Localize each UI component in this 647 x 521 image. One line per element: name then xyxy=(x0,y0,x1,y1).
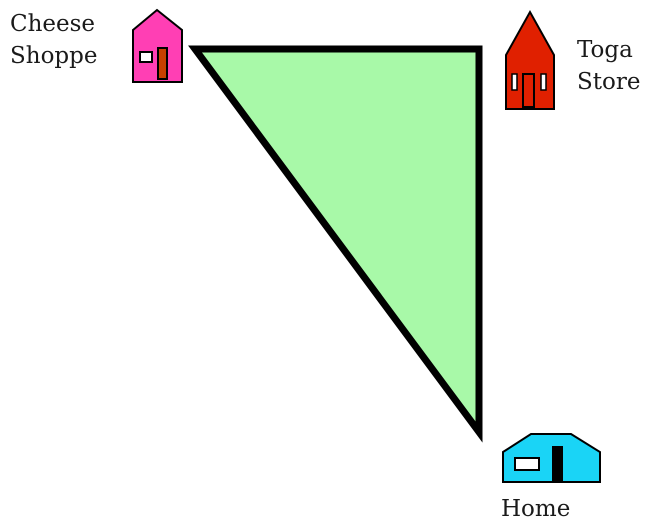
cheese-shoppe-house-icon xyxy=(132,8,183,83)
route-triangle xyxy=(188,45,483,443)
toga-store-label-line1: Toga xyxy=(577,37,633,63)
cheese-shoppe-label-line1: Cheese xyxy=(10,11,95,37)
home-house-icon xyxy=(502,433,601,483)
toga-store-label-line2: Store xyxy=(577,69,640,95)
cheese-shoppe-label-line2: Shoppe xyxy=(10,43,97,69)
toga-store-house-icon xyxy=(505,9,555,110)
home-label: Home xyxy=(501,496,570,521)
